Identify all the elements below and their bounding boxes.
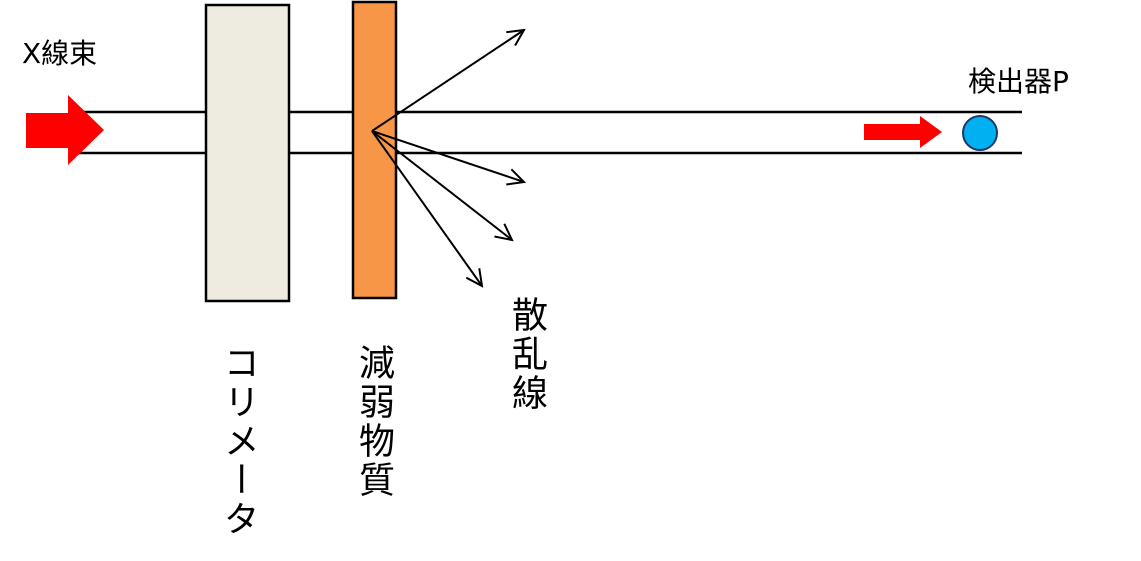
scatter-ray-2 [371,130,524,182]
scatter-ray-4 [371,130,482,286]
detector-label: 検出器P [968,65,1069,98]
scattered-rays-label: 散乱線 [506,296,547,413]
incoming-beam-arrow-icon [26,95,104,165]
collimator-block [204,3,291,303]
scatter-ray-3 [371,130,512,240]
collimator-label: コリメータ [218,344,259,539]
detector-circle-icon [962,115,998,151]
scattered-rays [371,30,524,286]
attenuator-label: 減弱物質 [353,344,394,500]
scatter-ray-1 [371,30,524,132]
attenuator-block [351,0,398,300]
xray-beam-label: X線束 [22,37,98,70]
transmitted-beam-arrow-icon [864,116,942,148]
